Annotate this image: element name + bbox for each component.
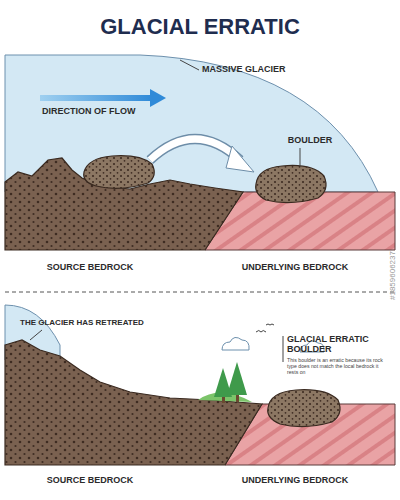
callout-note: This boulder is an erratic because its r… [287,358,387,376]
callout-heading: GLACIAL ERRATIC BOULDER [287,334,387,355]
callout-label: MASSIVE GLACIER [202,64,322,74]
callout-label: BOULDER [280,135,340,145]
watermark: #1859606237 [388,190,397,300]
bird [266,324,274,325]
diagram-title: GLACIAL ERRATIC [0,14,400,39]
tree [227,362,247,395]
leader-line [300,148,301,166]
transport-arrow [150,139,240,160]
boulder [256,165,326,202]
cloud [222,337,249,350]
region-label: UNDERLYING BEDROCK [230,475,360,485]
flow-arrow [40,95,152,101]
transport-arrow [150,139,240,160]
flow-arrow-head [150,89,166,107]
callout-label: THE GLACIER HAS RETREATED [20,318,170,327]
region-label: SOURCE BEDROCK [30,262,150,272]
leader-line [283,336,284,362]
arrow-label: DIRECTION OF FLOW [42,106,172,116]
region-label: SOURCE BEDROCK [30,475,150,485]
divider [5,292,395,293]
region-label: UNDERLYING BEDROCK [230,262,360,272]
erratic-boulder [268,390,340,427]
source-bedrock [5,340,262,465]
boulder [84,156,155,189]
transport-arrow-head [226,146,254,172]
leader-line [180,60,199,70]
bird [256,331,266,333]
leader-line [30,330,42,340]
